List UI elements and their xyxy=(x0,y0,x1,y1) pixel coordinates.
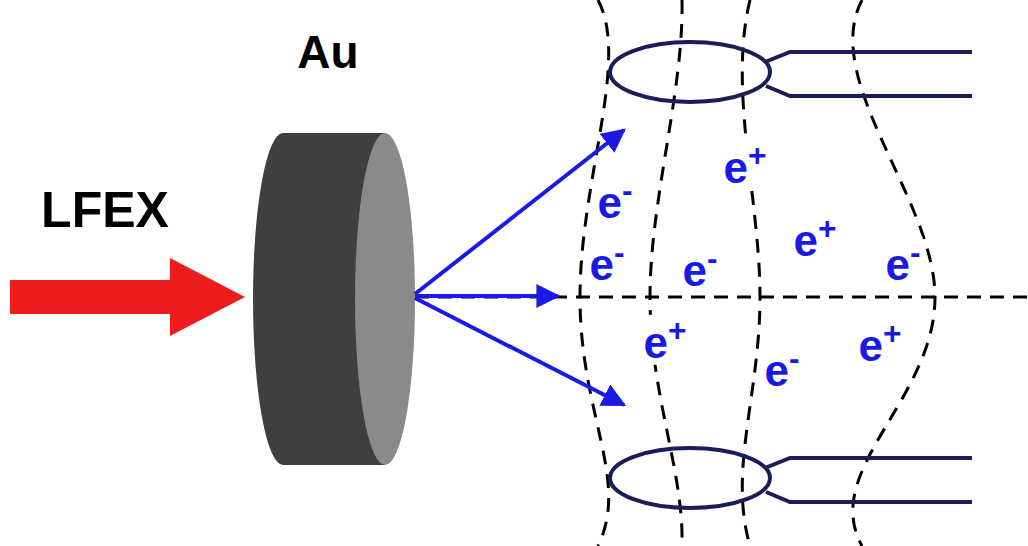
particle-label: e- xyxy=(595,175,634,225)
coils xyxy=(610,42,972,508)
laser-arrow xyxy=(10,258,245,336)
particle-label: e+ xyxy=(792,213,839,263)
part-label: Au xyxy=(297,29,358,75)
part-label: LFEX xyxy=(41,185,169,235)
particle-label: e- xyxy=(587,237,626,287)
particle-label: e- xyxy=(762,343,801,393)
gold-target xyxy=(253,133,415,465)
particle-label: e- xyxy=(680,243,719,293)
particle-label: e- xyxy=(883,237,922,287)
particle-label: e+ xyxy=(642,315,689,365)
field-lines xyxy=(580,0,935,546)
particle-label: e+ xyxy=(857,318,904,368)
particle-label: e+ xyxy=(722,140,769,190)
emission-arrows xyxy=(415,130,624,405)
